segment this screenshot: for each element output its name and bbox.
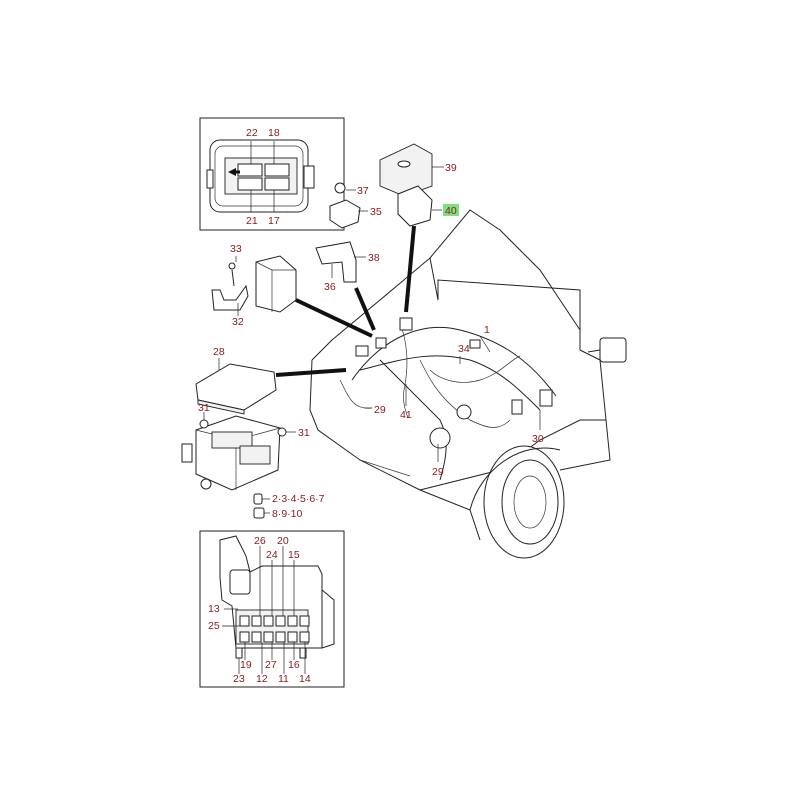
label-39: 39 xyxy=(445,162,457,174)
label-33: 33 xyxy=(230,243,242,255)
label-17: 17 xyxy=(268,215,280,227)
label-31b: 31 xyxy=(298,427,310,439)
label-26: 26 xyxy=(254,535,266,547)
label-25: 25 xyxy=(208,620,220,632)
label-30: 30 xyxy=(532,433,544,445)
bracket-38 xyxy=(315,241,366,283)
label-13: 13 xyxy=(208,603,220,615)
label-28: 28 xyxy=(213,346,225,358)
mini-fuses xyxy=(253,493,270,519)
label-19: 19 xyxy=(240,659,252,671)
relay-box xyxy=(211,255,297,316)
label-14: 14 xyxy=(299,673,311,685)
label-22: 22 xyxy=(246,127,258,139)
front-wheel xyxy=(483,445,565,559)
fuse-box xyxy=(181,412,296,491)
label-2-7: 2·3·4·5·6·7 xyxy=(272,493,325,505)
ecu-module xyxy=(195,358,277,415)
label-1: 1 xyxy=(484,324,490,336)
fuse-block-inset xyxy=(199,530,345,688)
label-11: 11 xyxy=(278,673,289,685)
label-31a: 31 xyxy=(198,402,210,414)
label-27: 27 xyxy=(265,659,277,671)
label-40: 40 xyxy=(445,205,457,217)
label-37: 37 xyxy=(357,185,369,197)
label-20: 20 xyxy=(277,535,289,547)
label-29a: 29 xyxy=(374,404,386,416)
side-mirror xyxy=(599,337,627,363)
wiring-harness xyxy=(339,317,557,481)
harness-leaders xyxy=(364,335,541,462)
label-16: 16 xyxy=(288,659,300,671)
label-29b: 29 xyxy=(432,466,444,478)
clip-37 xyxy=(334,182,356,194)
highlight-40 xyxy=(443,204,459,216)
connector-40 xyxy=(397,185,442,227)
vehicle-body xyxy=(309,209,627,559)
pointer-lines xyxy=(275,225,416,377)
bracket-35 xyxy=(329,199,368,229)
part-labels: 22 18 21 17 39 40 37 35 38 36 33 32 1 34… xyxy=(198,127,544,685)
label-36: 36 xyxy=(324,281,336,293)
arrow-icon xyxy=(228,168,236,176)
relay-cover xyxy=(379,143,444,197)
label-38: 38 xyxy=(368,252,380,264)
label-23: 23 xyxy=(233,673,245,685)
label-41: 41 xyxy=(400,409,412,421)
label-34: 34 xyxy=(458,343,470,355)
label-8-10: 8·9·10 xyxy=(272,508,303,520)
label-18: 18 xyxy=(268,127,280,139)
label-12: 12 xyxy=(256,673,268,685)
label-21: 21 xyxy=(246,215,258,227)
fuse-cover-inset xyxy=(199,117,345,231)
label-24: 24 xyxy=(266,549,278,561)
label-35: 35 xyxy=(370,206,382,218)
label-15: 15 xyxy=(288,549,300,561)
label-32: 32 xyxy=(232,316,244,328)
fuse-slots xyxy=(239,615,310,643)
